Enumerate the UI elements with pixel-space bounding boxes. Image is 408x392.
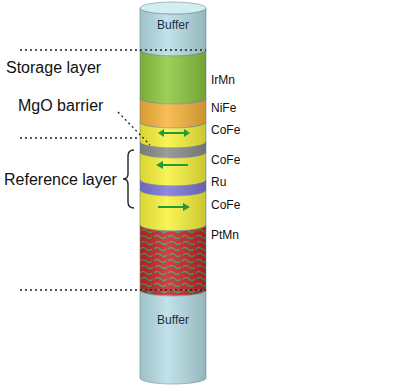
material-label: NiFe (211, 101, 236, 115)
layer-shade (140, 8, 206, 56)
region-label: Reference layer (4, 171, 117, 189)
layer-band (140, 50, 206, 104)
material-label: PtMn (211, 228, 239, 242)
dotted-line (20, 49, 206, 50)
layer-band (140, 290, 206, 384)
layer-stack (140, 2, 206, 384)
region-label: Storage layer (6, 59, 101, 77)
buffer-layer: Buffer (153, 16, 193, 34)
dotted-line (20, 137, 140, 138)
layer-name: Buffer (157, 313, 189, 327)
layer-band (140, 8, 206, 56)
layer-name: Buffer (157, 18, 189, 32)
dotted-line (20, 289, 206, 290)
material-label: IrMn (211, 73, 235, 87)
layer-shade (140, 152, 206, 186)
material-label: CoFe (211, 153, 240, 167)
region-label: MgO barrier (18, 97, 103, 115)
layer-shade (140, 180, 206, 196)
layer-band (140, 190, 206, 231)
layer-shade (140, 98, 206, 128)
brace (123, 150, 134, 208)
layer-shade (140, 290, 206, 384)
magnetization-arrows (156, 129, 190, 211)
material-label: CoFe (211, 123, 240, 137)
leader-line (118, 112, 150, 145)
layer-shade (140, 190, 206, 231)
material-label: CoFe (211, 198, 240, 212)
layer-shade (140, 50, 206, 104)
cylinder-top (140, 2, 206, 14)
buffer-layer: Buffer (153, 311, 193, 329)
material-label: Ru (211, 175, 226, 189)
layer-shade (140, 225, 206, 296)
layer-band (140, 225, 206, 296)
